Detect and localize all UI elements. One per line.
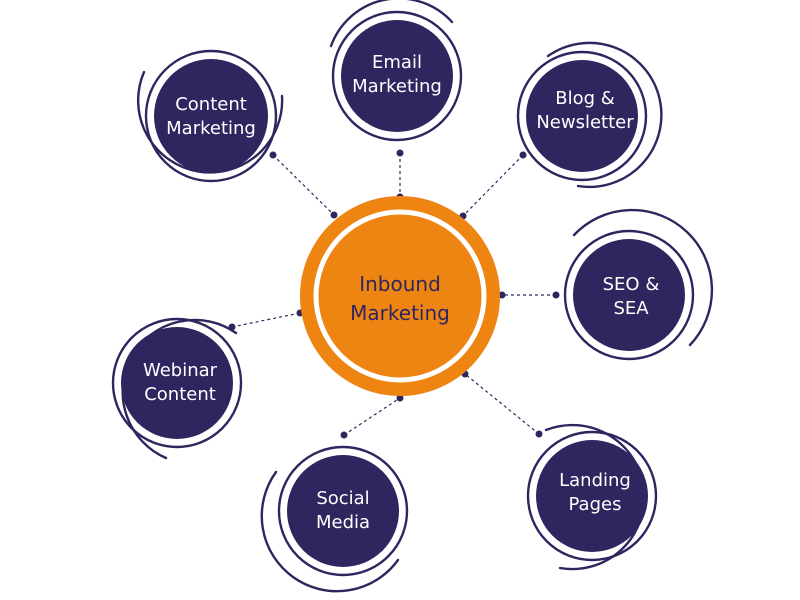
node-label-line2: Marketing [352,76,442,97]
node-outer-arc [329,0,454,48]
node-circle [154,59,268,173]
node-content-marketing: Content Marketing [136,49,284,183]
connectors [231,153,556,436]
node-label-line1: Landing [559,470,631,491]
node-outer-arc [572,208,714,347]
hub-node: Inbound Marketing [300,196,500,396]
dot [269,151,277,159]
connector-content-marketing [272,154,335,216]
node-ring [516,50,648,182]
connector-dots [228,149,560,439]
node-label-line1: Email [372,52,422,73]
node-label-line2: Media [316,512,370,533]
connector-social-media [343,397,401,436]
node-label-line1: Webinar [143,360,218,381]
node-ring [526,430,658,562]
hub-inner-circle [313,209,487,383]
node-label-line2: Pages [569,494,622,515]
node-seo-sea: SEO & SEA [563,208,714,361]
dot [396,149,404,157]
node-email-marketing: Email Marketing [329,0,463,142]
node-circle [526,60,638,172]
node-label-line1: SEO & [603,274,660,295]
connector-webinar-content [231,312,301,328]
dot [340,431,348,439]
node-label-line1: Blog & [555,88,615,109]
dot [498,291,506,299]
dot [535,430,543,438]
node-webinar-content: Webinar Content [111,317,243,460]
node-ring [111,317,243,449]
node-ring [331,10,463,142]
node-label-line2: Content [144,384,216,405]
node-label-line2: SEA [613,298,649,319]
dot [552,291,560,299]
node-ring [563,229,695,361]
hub-label-line1: Inbound [359,272,441,296]
node-label-line2: Newsletter [536,112,634,133]
node-circle [287,455,399,567]
node-circle [341,20,453,132]
node-label-line1: Content [175,94,247,115]
node-circle [536,440,648,552]
node-social-media: Social Media [260,445,409,593]
dot [330,211,338,219]
dot [519,151,527,159]
node-outer-arc [546,41,663,189]
node-outer-arc [260,470,400,593]
dot [396,394,404,402]
connector-landing-pages [464,373,540,435]
node-landing-pages: Landing Pages [526,423,658,571]
node-ring [277,445,409,577]
node-label-line2: Marketing [166,118,256,139]
hub-label-line2: Marketing [350,301,450,325]
node-circle [573,239,685,351]
node-blog-newsletter: Blog & Newsletter [516,41,663,189]
node-circle [121,327,233,439]
connector-blog-newsletter [462,154,524,217]
node-label-line1: Social [316,488,369,509]
node-ring [144,49,278,183]
